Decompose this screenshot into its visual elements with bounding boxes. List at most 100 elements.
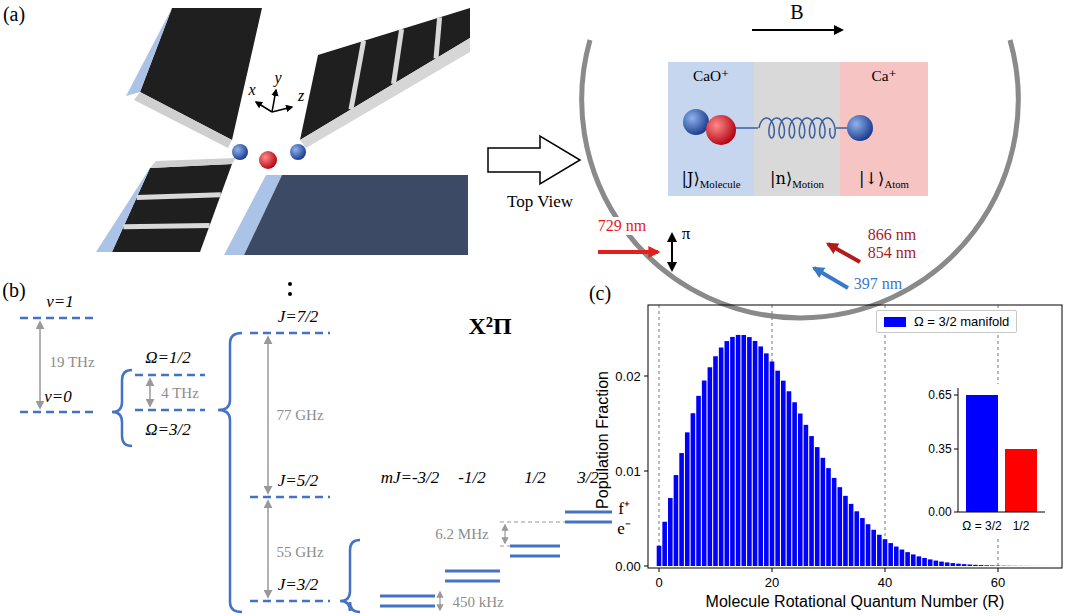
- tick-label: 0.35: [928, 442, 951, 456]
- state-subscript: Atom: [884, 178, 909, 190]
- axis-label: x: [248, 81, 255, 99]
- state-box: Ca⁺|↓⟩Atom: [840, 62, 928, 196]
- tick-label: 40: [878, 575, 892, 590]
- energy-level: [250, 600, 330, 603]
- population-bar: [668, 498, 673, 566]
- energy-level: [250, 496, 330, 499]
- species-label: Ca⁺: [871, 67, 896, 84]
- energy-level: [20, 411, 95, 414]
- population-bar: [928, 559, 933, 566]
- energy-level: [250, 332, 330, 335]
- population-bar: [747, 337, 752, 566]
- state-subscript: Molecule: [700, 178, 741, 190]
- level-brace: [340, 540, 360, 612]
- population-bar: [911, 554, 916, 566]
- sublevel: [445, 570, 500, 573]
- guide-line: [500, 522, 565, 523]
- population-bar: [1024, 565, 1029, 566]
- level-label: Ω=1/2: [145, 348, 191, 368]
- state-label: X²Π: [468, 313, 511, 340]
- grid-line: [885, 305, 886, 568]
- tick-mark: [998, 568, 999, 572]
- inset-axis: [958, 388, 1045, 512]
- population-bar: [702, 381, 707, 566]
- state-ket: |J⟩: [681, 169, 699, 188]
- level-label: J=5/2: [278, 471, 319, 491]
- splitting-label: 77 GHz: [276, 407, 323, 424]
- axis-arrow: [272, 90, 276, 112]
- tick-label: 0.00: [615, 559, 640, 574]
- sublevel: [510, 545, 560, 548]
- state-box: |n⟩Motion: [754, 62, 840, 196]
- population-bar: [804, 425, 809, 566]
- trap-electrode: [140, 8, 262, 140]
- population-bar: [951, 563, 956, 566]
- population-bar: [1007, 565, 1012, 566]
- population-bar: [775, 371, 780, 566]
- tick-label: 0.00: [928, 505, 951, 519]
- electrode-face: [96, 168, 150, 252]
- splitting-label: 4 THz: [161, 385, 199, 402]
- tick-label: 0.02: [615, 369, 640, 384]
- state-ket: |n⟩: [770, 169, 792, 188]
- axis-label: y: [274, 69, 281, 87]
- population-bar: [725, 341, 730, 566]
- splitting-arrow: [267, 501, 269, 597]
- species-label: CaO⁺: [693, 67, 729, 84]
- level-label: v=1: [46, 292, 74, 312]
- calcium-ion: [290, 144, 306, 160]
- polarization-arrow: [671, 234, 673, 270]
- calcium-ion: [847, 115, 873, 141]
- laser-beam: [814, 268, 848, 288]
- population-bar: [781, 381, 786, 566]
- axis-label: z: [298, 87, 304, 105]
- population-bar: [787, 391, 792, 566]
- electrode-face: [126, 8, 172, 96]
- population-bar: [1052, 565, 1057, 566]
- population-bar: [674, 475, 679, 566]
- splitting-label: 6.2 MHz: [435, 526, 488, 543]
- inset-ground: [926, 384, 1052, 536]
- tick-label: 0: [655, 575, 662, 590]
- ellipsis-dot: [288, 292, 292, 296]
- sublevel-label: -1/2: [458, 468, 485, 488]
- splitting-label: 19 THz: [49, 354, 94, 371]
- state-box: CaO⁺ |J⟩Molecule: [668, 62, 754, 196]
- population-bar: [713, 356, 718, 566]
- level-label: v=0: [44, 387, 72, 407]
- tick-mark: [885, 568, 886, 572]
- trap-electrode: [244, 175, 468, 255]
- plot-frame: [648, 305, 1062, 568]
- population-bar: [1001, 565, 1006, 566]
- parity-label: f⁺: [618, 496, 630, 519]
- sublevel: [565, 511, 612, 514]
- population-bar: [758, 346, 763, 566]
- axis-arrow: [256, 102, 272, 112]
- population-bar: [832, 478, 837, 566]
- population-bar: [708, 367, 713, 566]
- sublevel: [380, 605, 435, 608]
- population-bar: [815, 447, 820, 566]
- population-bar: [696, 396, 701, 566]
- trap-electrode: [300, 8, 470, 140]
- population-bar: [894, 547, 899, 566]
- grid-line: [659, 305, 660, 568]
- category-label: Ω = 3/2: [962, 519, 1001, 533]
- tick-mark: [772, 568, 773, 572]
- laser-label: 854 nm: [868, 244, 916, 262]
- view-label: Top View: [507, 192, 573, 212]
- laser-beam: [828, 244, 860, 262]
- category-label: 1/2: [1013, 519, 1030, 533]
- laser-beam: [598, 250, 658, 254]
- population-bar: [939, 562, 944, 566]
- population-bar: [888, 543, 893, 566]
- population-bar: [770, 362, 775, 566]
- population-bar: [979, 565, 984, 567]
- population-bar: [917, 556, 922, 566]
- population-bar: [871, 530, 876, 566]
- sublevel: [565, 521, 612, 524]
- population-bar: [990, 565, 995, 567]
- calcium-atom: [683, 109, 709, 135]
- population-bar: [809, 436, 814, 566]
- tick-mark: [954, 449, 958, 450]
